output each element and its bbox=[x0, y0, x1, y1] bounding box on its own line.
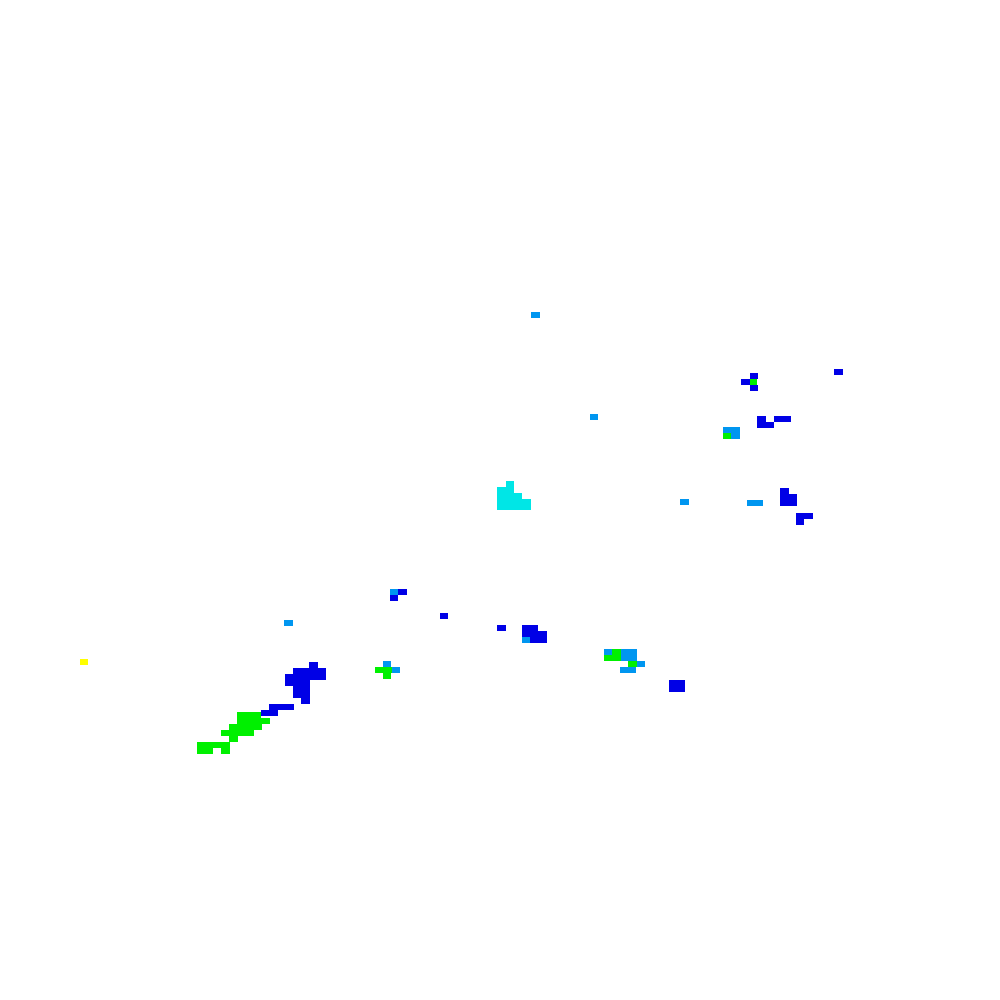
map-cell-light-blue bbox=[637, 661, 645, 667]
map-cell-green bbox=[750, 379, 757, 385]
map-cell-dark-blue bbox=[741, 379, 750, 385]
map-cell-green bbox=[723, 433, 731, 439]
map-cell-light-blue bbox=[284, 620, 293, 626]
map-cell-dark-blue bbox=[774, 416, 791, 422]
map-cell-light-blue bbox=[680, 499, 689, 505]
map-cell-green bbox=[213, 742, 230, 748]
map-cell-dark-blue bbox=[789, 494, 797, 506]
map-cells bbox=[80, 312, 843, 754]
map-cell-light-blue bbox=[522, 637, 530, 643]
map-cell-green bbox=[237, 712, 261, 718]
map-cell-green bbox=[375, 667, 392, 673]
map-cell-dark-blue bbox=[497, 625, 506, 631]
map-cell-cyan bbox=[497, 487, 514, 493]
map-cell-dark-blue bbox=[780, 488, 789, 506]
map-cell-dark-blue bbox=[766, 422, 774, 428]
map-cell-dark-blue bbox=[293, 668, 326, 674]
map-cell-dark-blue bbox=[440, 613, 448, 619]
map-cell-green bbox=[221, 748, 230, 754]
map-cell-dark-blue bbox=[285, 680, 310, 686]
map-cell-cyan bbox=[497, 499, 531, 510]
map-cell-dark-blue bbox=[834, 369, 843, 375]
map-cell-dark-blue bbox=[261, 710, 278, 716]
map-cell-dark-blue bbox=[293, 692, 310, 698]
map-cell-dark-blue bbox=[301, 698, 310, 704]
map-cell-dark-blue bbox=[796, 519, 804, 525]
map-cell-yellow bbox=[80, 659, 88, 665]
map-cell-light-blue bbox=[604, 649, 612, 655]
map-cell-green bbox=[237, 718, 270, 724]
map-cell-green bbox=[612, 649, 621, 655]
map-cell-dark-blue bbox=[285, 674, 326, 680]
map-cell-light-blue bbox=[620, 667, 636, 673]
map-cell-green bbox=[229, 736, 238, 742]
map-cell-dark-blue bbox=[522, 625, 538, 631]
map-cell-light-blue bbox=[390, 589, 398, 595]
map-cell-light-blue bbox=[383, 661, 391, 667]
map-cell-light-blue bbox=[747, 500, 763, 506]
map-cell-dark-blue bbox=[309, 662, 318, 668]
map-cell-dark-blue bbox=[669, 680, 685, 692]
map-cell-dark-blue bbox=[522, 631, 547, 637]
map-cell-light-blue bbox=[531, 312, 540, 318]
map-cell-dark-blue bbox=[269, 704, 294, 710]
map-cell-light-blue bbox=[392, 667, 400, 673]
map-cell-dark-blue bbox=[530, 637, 547, 643]
map-cell-cyan bbox=[506, 481, 514, 487]
map-cell-green bbox=[197, 742, 213, 754]
map-cell-green bbox=[221, 730, 254, 736]
map-cell-dark-blue bbox=[390, 595, 398, 601]
map-cell-dark-blue bbox=[750, 385, 758, 391]
map-cell-green bbox=[229, 724, 262, 730]
map-cell-dark-blue bbox=[398, 589, 407, 595]
map-cell-green bbox=[604, 655, 621, 661]
map-cell-dark-blue bbox=[750, 373, 758, 379]
map-cell-green bbox=[628, 661, 637, 667]
map-cell-light-blue bbox=[590, 414, 598, 420]
map-cell-dark-blue bbox=[796, 513, 813, 519]
map-cell-light-blue bbox=[621, 649, 637, 661]
map-cell-dark-blue bbox=[293, 686, 310, 692]
map-cell-green bbox=[383, 673, 391, 679]
map-cell-cyan bbox=[497, 493, 522, 499]
map-cell-dark-blue bbox=[757, 416, 766, 428]
